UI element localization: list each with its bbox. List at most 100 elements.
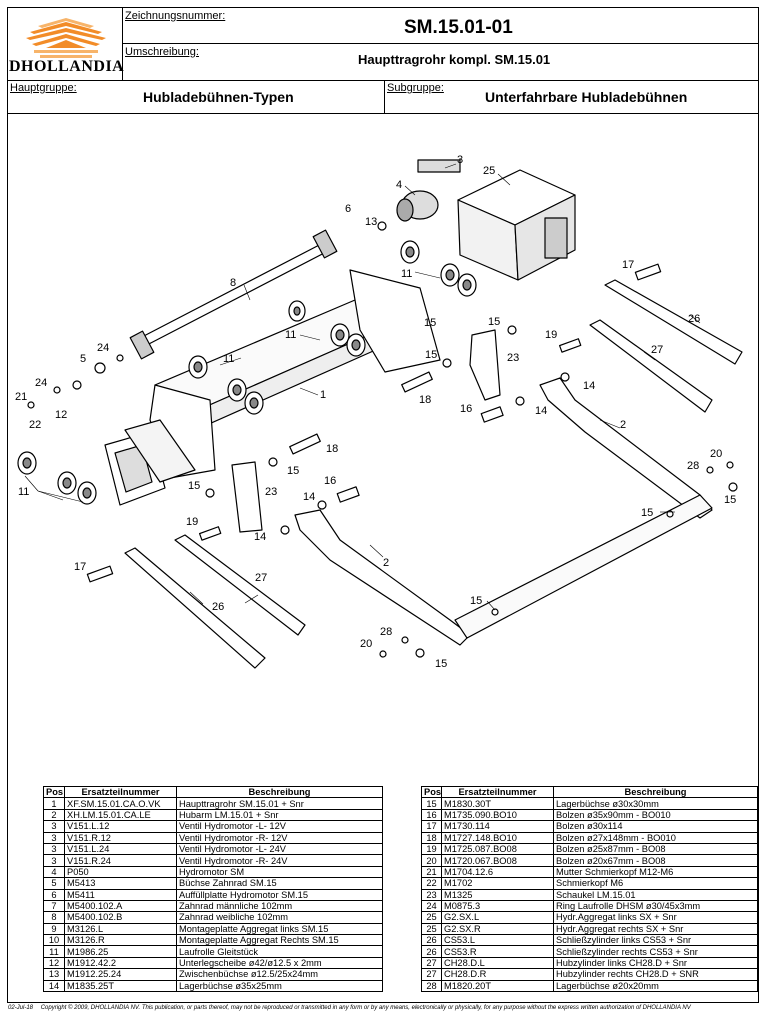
callout-label: 1 (320, 389, 326, 401)
cell-pos: 14 (43, 979, 65, 993)
roller-part (445, 269, 455, 281)
logo-text: DHOLLANDIA (9, 58, 125, 75)
cell-description: Hubarm LM.15.01 + Snr (176, 808, 383, 822)
cell-description: Hydr.Aggregat links SX + Snr (553, 911, 758, 924)
bushing-part (72, 380, 82, 390)
callout-label: 20 (360, 638, 372, 650)
cell-description: Montageplatte Aggregat links SM.15 (176, 922, 383, 936)
cell-pos: 13 (43, 968, 65, 981)
cell-description: Ventil Hydromotor -L- 24V (176, 842, 383, 856)
cell-pos: 26 (421, 945, 442, 958)
bushing-part (666, 510, 674, 518)
cross-tube-part (454, 494, 713, 639)
gear-part (312, 229, 338, 259)
callout-label: 15 (425, 349, 437, 361)
lift-cylinder-part (589, 319, 713, 413)
bushing-part (726, 461, 734, 469)
cell-description: Hydr.Aggregat rechts SX + Snr (553, 922, 758, 936)
callout-label: 15 (424, 317, 436, 329)
bushing-part (268, 457, 278, 467)
cell-part-number: M3126.R (64, 934, 177, 947)
callout-label: 25 (483, 165, 495, 177)
cell-part-number: M1830.30T (441, 797, 554, 810)
cell-part-number: XF.SM.15.01.CA.O.VK (64, 797, 177, 810)
cell-part-number: V151.L.24 (64, 842, 177, 856)
pin-part (480, 406, 504, 423)
callout-label: 18 (326, 443, 338, 455)
callout-label: 11 (18, 486, 29, 498)
callout-label: 16 (460, 403, 472, 415)
cell-description: Ventil Hydromotor -R- 12V (176, 831, 383, 844)
callout-label: 23 (507, 352, 519, 364)
cell-description: Büchse Zahnrad SM.15 (176, 877, 383, 890)
column-header-part-number: Ersatzteilnummer (441, 785, 554, 799)
cell-pos: 24 (421, 899, 442, 913)
mount-plate-part (349, 269, 441, 373)
roller-part (249, 397, 259, 409)
cell-pos: 4 (43, 865, 65, 879)
rocker-part (231, 461, 263, 533)
cell-part-number: XH.LM.15.01.CA.LE (64, 808, 177, 822)
callout-label: 21 (15, 391, 27, 403)
cell-part-number: M1912.25.24 (64, 968, 177, 981)
bushing-part (317, 500, 327, 510)
callout-label: 14 (583, 380, 595, 392)
cell-part-number: M1730.114 (441, 820, 554, 833)
cell-description: Schmierkopf M6 (553, 877, 758, 890)
callout-label: 15 (641, 507, 653, 519)
callout-label: 17 (622, 259, 634, 271)
cell-part-number: M5400.102.A (64, 899, 177, 913)
callout-label: 24 (35, 377, 47, 389)
bushing-part (379, 650, 387, 658)
footer-copyright: Copyright © 2009, DHOLLANDIA NV. This pu… (40, 1005, 691, 1011)
cell-pos: 12 (43, 956, 65, 970)
pin-part (336, 486, 360, 503)
cell-pos: 8 (43, 911, 65, 924)
bushing-part (491, 608, 499, 616)
cell-part-number: M0875.3 (441, 899, 554, 913)
cell-pos: 2 (43, 808, 65, 822)
cell-description: Mutter Schmierkopf M12-M6 (553, 865, 758, 879)
cell-part-number: M1727.148.BO10 (441, 831, 554, 844)
cell-description: Zahnrad weibliche 102mm (176, 911, 383, 924)
callout-label: 12 (55, 409, 67, 421)
cell-pos: 23 (421, 888, 442, 901)
header-divider (122, 7, 123, 80)
callout-label: 6 (345, 203, 351, 215)
bushing-part (116, 354, 124, 362)
cell-pos: 7 (43, 899, 65, 913)
column-header-pos: Pos (421, 785, 442, 799)
header-divider (384, 80, 385, 113)
bushing-part (280, 525, 290, 535)
bushing-part (507, 325, 517, 335)
bushing-part (94, 362, 106, 374)
callout-label: 13 (365, 216, 377, 228)
cell-description: Lagerbüchse ø20x20mm (553, 979, 758, 993)
callout-label: 11 (223, 353, 234, 365)
cell-pos: 22 (421, 877, 442, 890)
callout-label: 3 (457, 154, 463, 166)
cell-part-number: G2.SX.L (441, 911, 554, 924)
company-logo (12, 14, 120, 80)
callout-label: 2 (620, 419, 626, 431)
cell-part-number: M1702 (441, 877, 554, 890)
callout-label: 19 (545, 329, 557, 341)
cell-description: Unterlegscheibe ø42/ø12.5 x 2mm (176, 956, 383, 970)
cell-part-number: CS53.R (441, 945, 554, 958)
footer: 02-Jul-18 Copyright © 2009, DHOLLANDIA N… (8, 1005, 691, 1011)
callout-label: 19 (186, 516, 198, 528)
sub-group-label: Subgruppe: (387, 82, 444, 94)
